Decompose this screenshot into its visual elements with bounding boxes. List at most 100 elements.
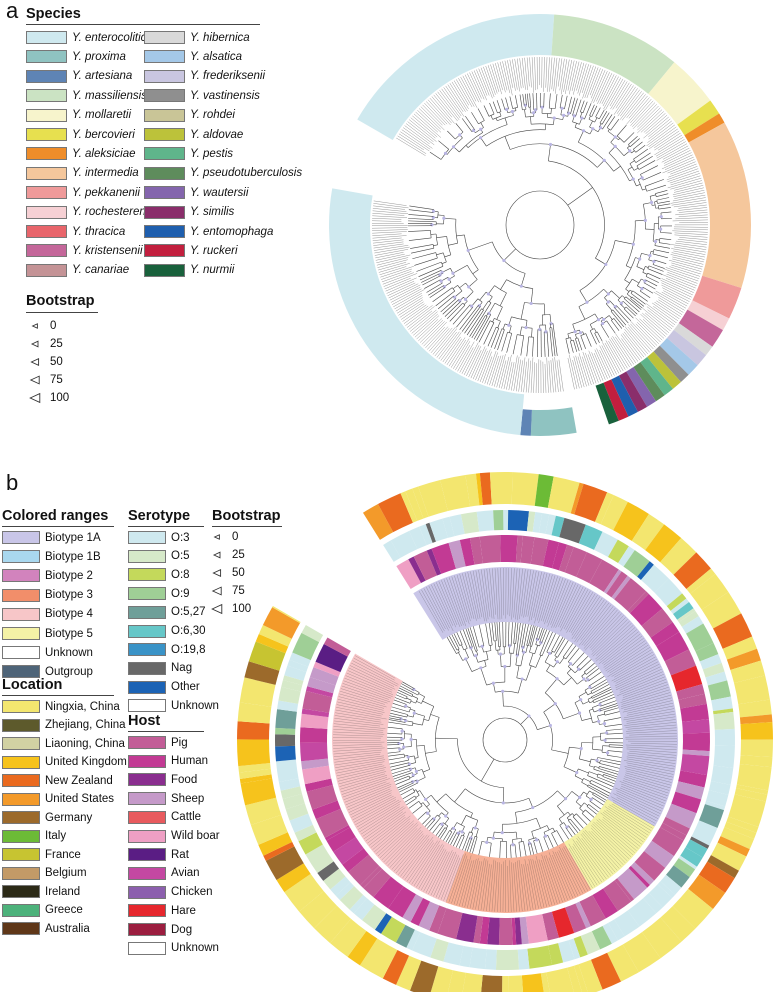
leaf-label-mark [621,338,639,362]
leaf-label-mark [604,810,646,840]
leaf-label-mark [670,175,701,186]
bootstrap-node [553,702,557,706]
leaf-label-mark [622,333,643,359]
leaf-label-mark [648,118,671,138]
tree-branch [599,766,619,773]
legend-swatch [128,680,166,694]
tree-branch [486,681,505,686]
leaf-label-mark [418,108,441,130]
tree-branch [412,722,414,726]
tree-branch [503,705,538,730]
leaf-label-mark [377,259,408,268]
biotype-range [331,653,465,903]
legend-label: Y. bercovieri [72,128,135,141]
legend-swatch [128,531,166,544]
serotype-ring-segment [278,686,301,704]
bootstrap-node [453,295,457,299]
bootstrap-node [578,331,583,335]
tree-branch [578,691,587,697]
bootstrap-item: 50 [208,565,245,580]
tree-branch [551,749,569,754]
legend-label: France [45,848,81,861]
tree-branch [591,687,611,698]
legend-item: Greece [2,903,83,918]
host-ring-segment [678,770,707,788]
tree-branch [409,775,414,779]
leaf-label-mark [613,85,634,115]
tree-branch [581,809,586,814]
location-ring-segment [396,955,422,991]
bootstrap-node [544,330,548,334]
bootstrap-node [547,651,552,655]
host-ring-segment [519,916,529,945]
tree-branch [422,700,434,707]
leaf-label-mark [648,126,677,148]
leaf-label-mark [489,859,495,912]
tree-branch [456,306,474,328]
location-ring-segment [736,764,772,791]
location-ring-segment [448,970,466,992]
tree-branch [393,699,407,705]
leaf-label-mark [605,642,647,672]
tree-branch [592,707,595,713]
location-ring-segment [508,975,524,992]
tree-branch [570,340,574,353]
serotype-ring-segment [449,514,465,537]
leaf-label-mark [670,180,703,190]
leaf-label-mark [625,772,671,786]
leaf-label-mark [335,759,386,768]
leaf-label-mark [603,77,621,110]
leaf-label-mark [567,60,575,91]
leaf-label-mark [425,327,445,348]
leaf-label-mark [517,860,523,912]
leaf-label-mark [597,73,613,104]
tree-branch [594,333,600,343]
tree-branch [440,298,457,313]
host-ring-segment [305,686,334,698]
tree-branch [599,760,601,764]
bootstrap-node [653,239,658,244]
host-ring-segment [342,848,369,872]
location-ring-segment [713,613,753,649]
legend-item: O:9 [128,586,190,601]
bootstrap-node [409,767,413,771]
host-ring-segment [388,886,416,918]
tree-branch [658,238,661,243]
tree-branch [589,120,593,128]
tree-branch [581,782,588,787]
leaf-label-mark [334,755,384,763]
leaf-label-mark [346,788,391,808]
tree-branch [462,629,471,649]
leaf-label-mark [675,240,707,245]
bootstrap-node [444,814,448,818]
leaf-label-mark [590,827,626,863]
tree-branch [590,679,607,690]
tree-branch [578,742,582,760]
tree-branch [546,664,551,672]
tree-branch [620,303,626,309]
location-ring-segment [502,975,509,992]
serotype-ring-segment [608,539,629,564]
tree-branch [546,331,550,357]
legend-item: Food [128,772,197,787]
leaf-label-mark [347,790,392,811]
tree-branch [575,338,580,352]
species-legend-title: Species [26,6,81,22]
tree-branch [551,833,558,846]
location-ring-segment [726,816,759,833]
tree-branch [475,828,479,837]
tree-branch [603,711,606,716]
leaf-label-mark [497,862,500,912]
tree-branch [529,646,532,653]
leaf-label-mark [348,667,396,690]
tree-branch [538,628,543,641]
legend-item: France [2,847,81,862]
serotype-ring-segment [594,531,618,557]
legend-item: Australia [2,921,90,936]
leaf-label-mark [489,355,499,386]
leaf-label-mark [667,272,698,284]
serotype-ring-segment [708,781,731,795]
leaf-label-mark [671,262,702,272]
leaf-label-mark [658,297,684,313]
tree-branch [596,331,603,342]
